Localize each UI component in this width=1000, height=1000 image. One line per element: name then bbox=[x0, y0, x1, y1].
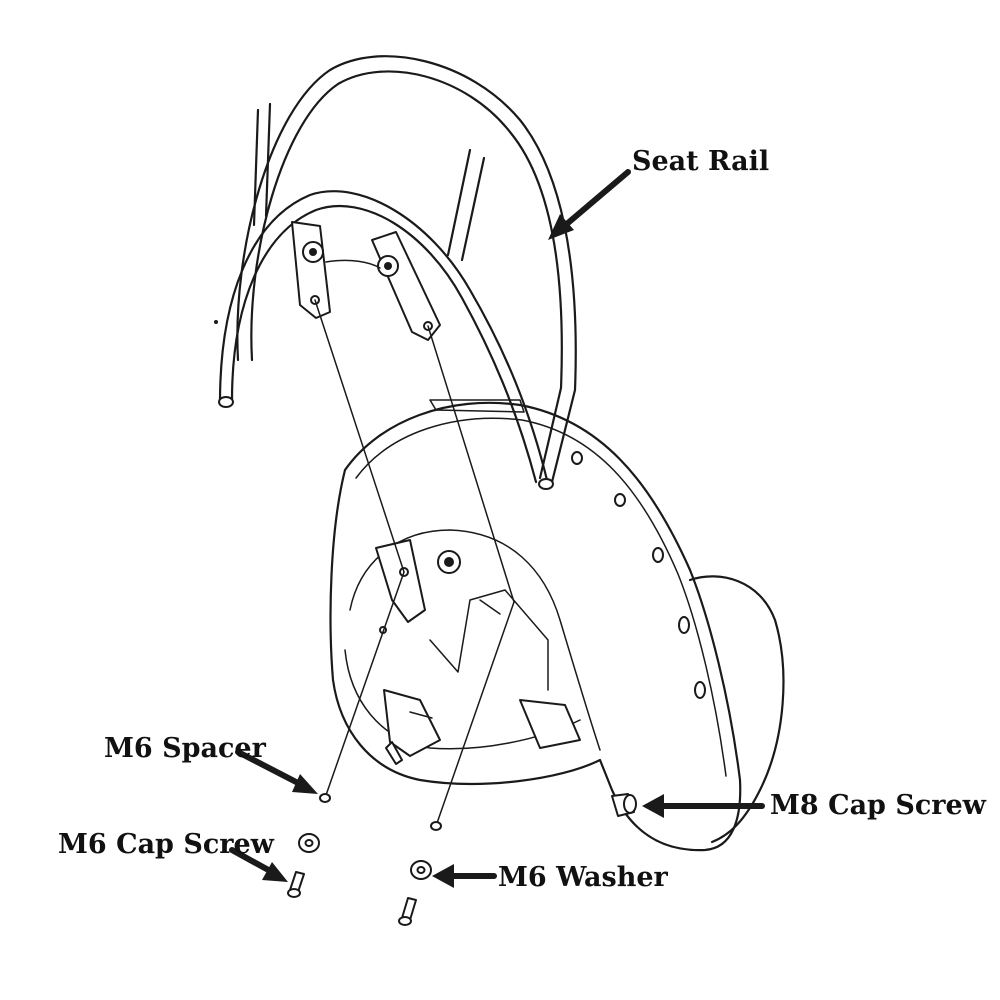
seat-rail-label: Seat Rail bbox=[632, 146, 769, 177]
m6-cap-screw-label: M6 Cap Screw bbox=[58, 829, 275, 860]
seat-body bbox=[329, 399, 785, 852]
m8-cap-screw-part bbox=[611, 793, 637, 817]
m6-spacer-label: M6 Spacer bbox=[104, 733, 267, 764]
m8-cap-screw-label: M8 Cap Screw bbox=[770, 790, 987, 821]
hardware-left-stack bbox=[287, 299, 405, 898]
m6-spacer-callout-arrow bbox=[235, 749, 318, 794]
seat-rail-callout-arrow bbox=[548, 169, 631, 240]
m8-cap-screw-callout-arrow bbox=[642, 794, 765, 818]
hardware-right-stack bbox=[398, 325, 515, 926]
seat-rail bbox=[214, 55, 577, 490]
m6-washer-callout-arrow bbox=[432, 864, 497, 888]
m6-cap-screw-callout-arrow bbox=[229, 847, 288, 882]
m6-washer-label: M6 Washer bbox=[498, 862, 669, 893]
